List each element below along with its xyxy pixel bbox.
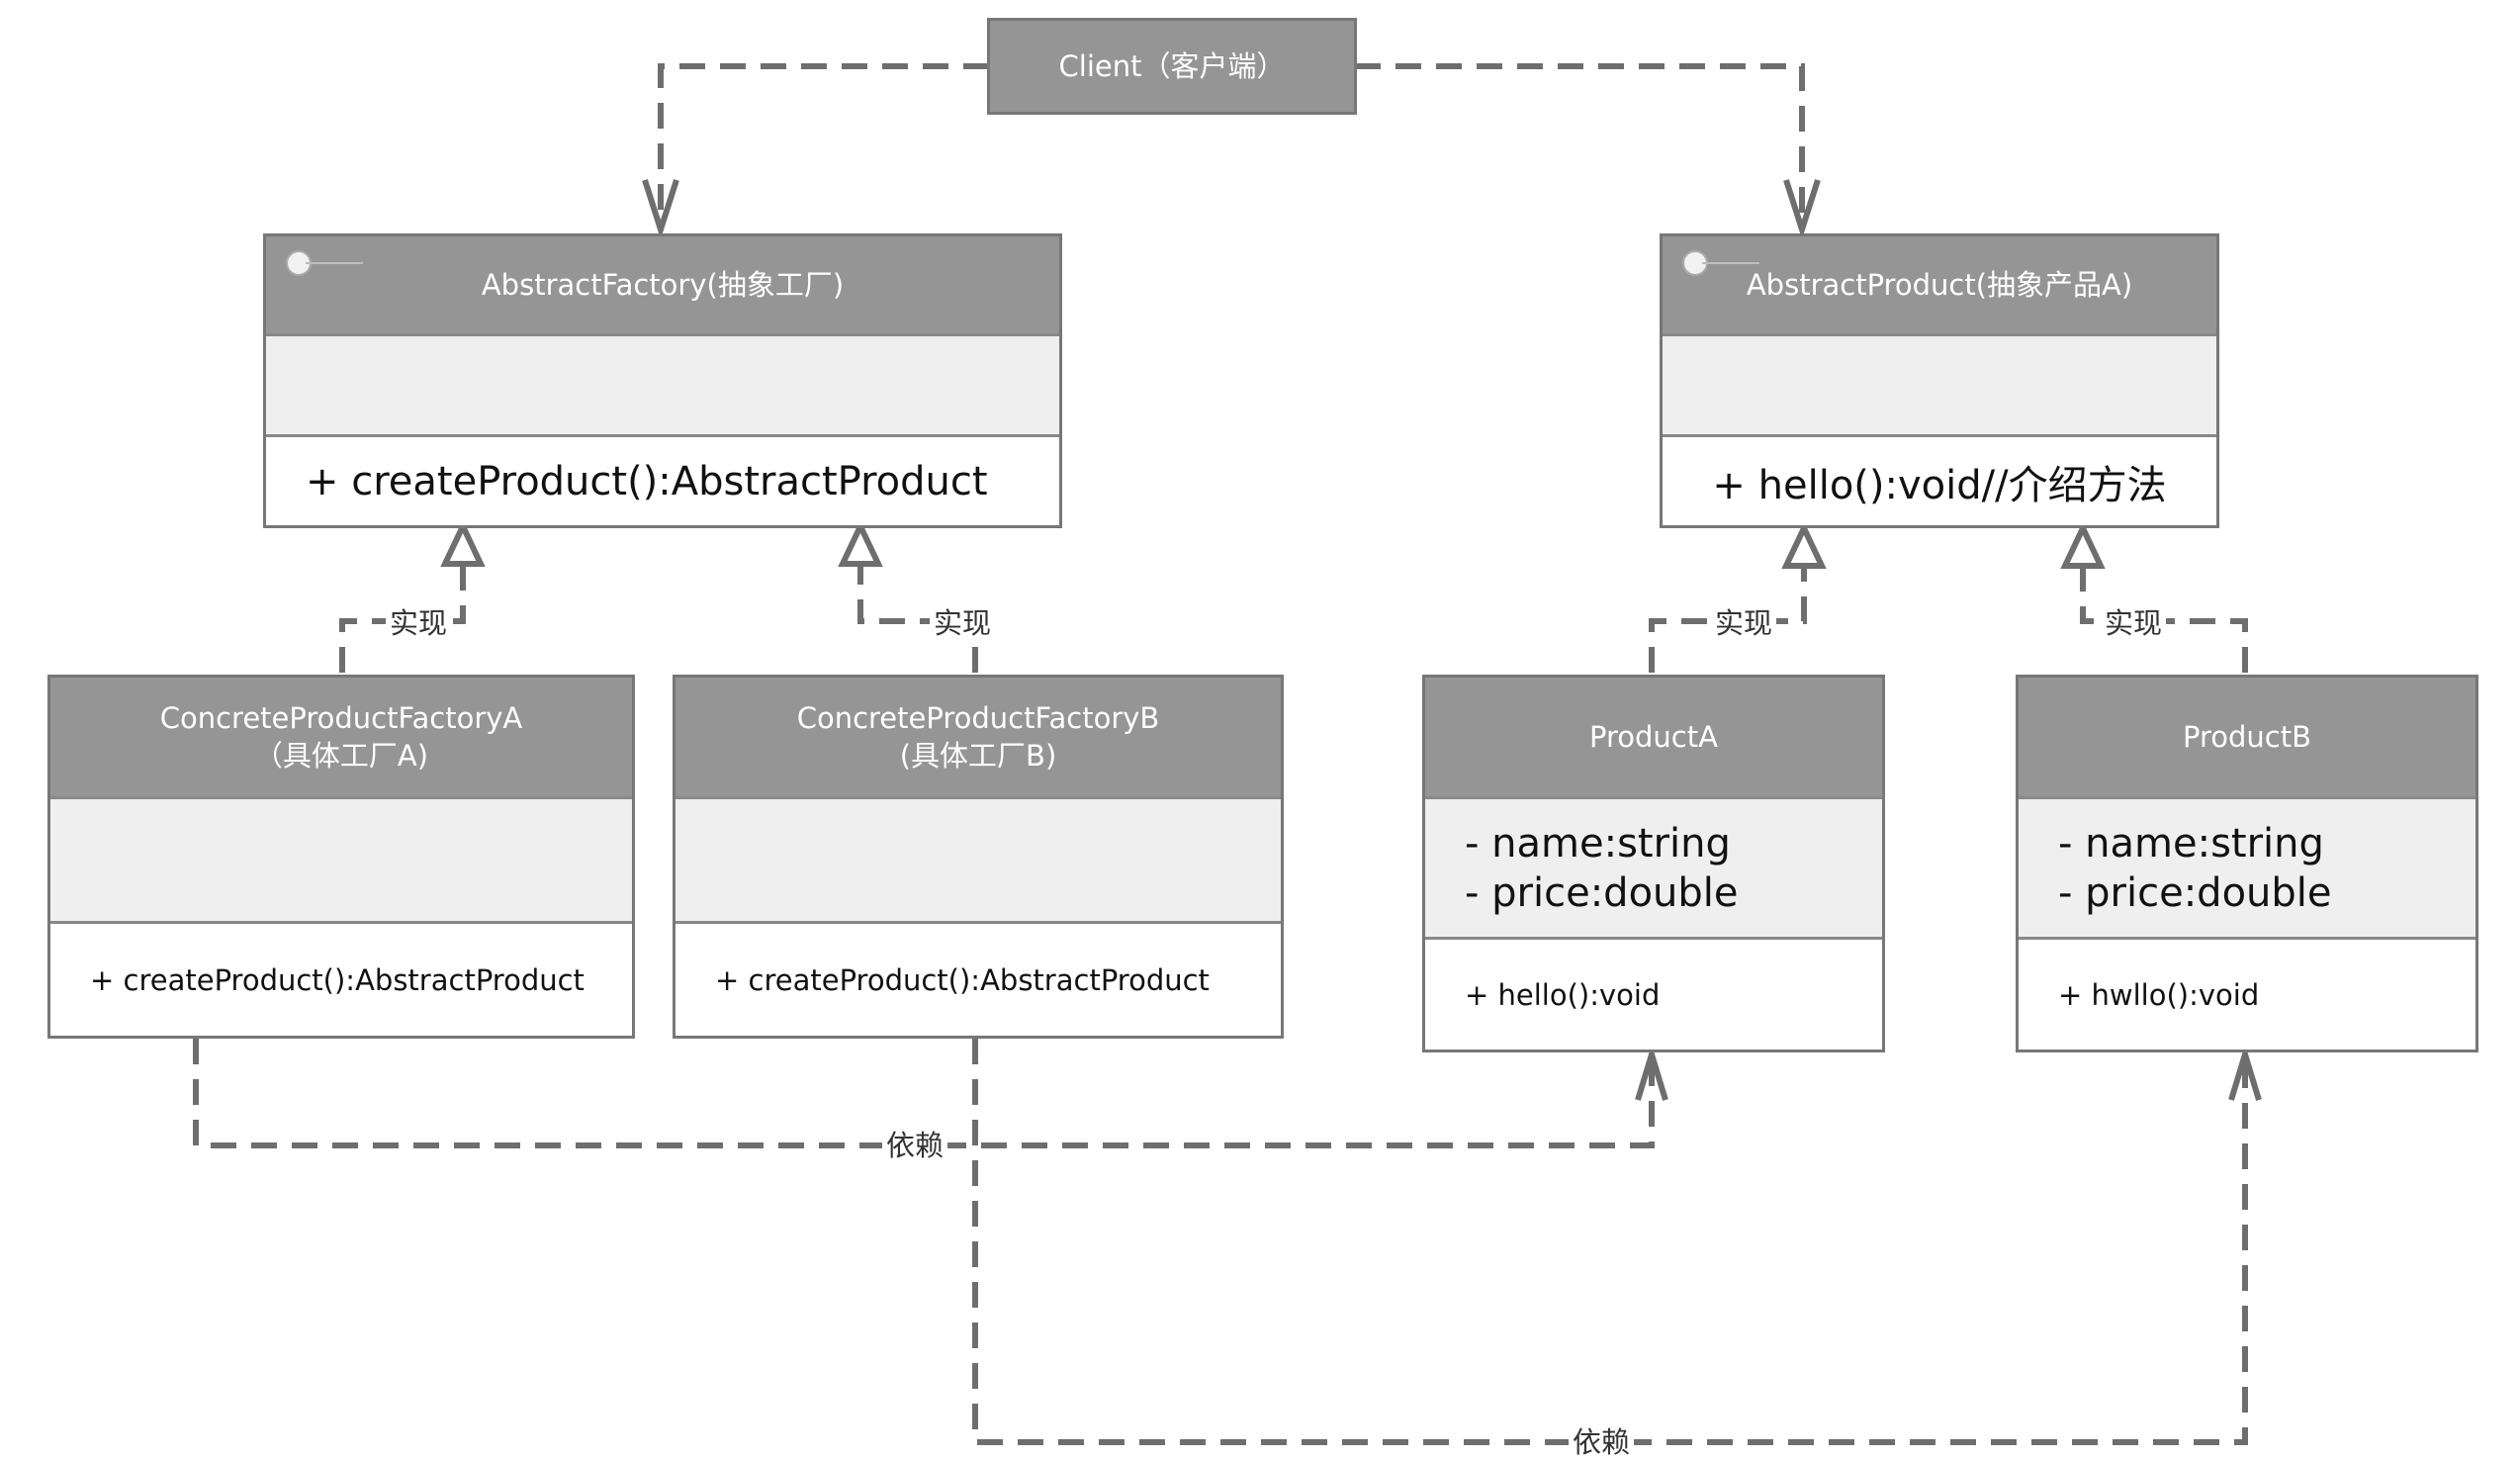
product-b-attr-price: - price:double bbox=[2058, 869, 2332, 916]
product-a-attr-name: - name:string bbox=[1465, 820, 1731, 867]
interface-line-icon bbox=[306, 262, 363, 264]
abstract-factory-title: AbstractFactory(抽象工厂) bbox=[481, 268, 845, 302]
realize-label-product-b: 实现 bbox=[2101, 605, 2167, 641]
product-b-attr-name: - name:string bbox=[2058, 820, 2324, 867]
factory-a-box[interactable]: ConcreteProductFactoryA （具体工厂A) + create… bbox=[47, 675, 635, 1039]
abstract-factory-header: AbstractFactory(抽象工厂) bbox=[266, 236, 1059, 333]
abstract-factory-methods: + createProduct():AbstractProduct bbox=[266, 434, 1059, 525]
realize-label-factory-a: 实现 bbox=[386, 605, 452, 641]
factory-b-title-line2: (具体工厂B) bbox=[899, 739, 1057, 773]
depend-label-product-b: 依赖 bbox=[1569, 1424, 1635, 1460]
product-a-header: ProductA bbox=[1425, 678, 1882, 796]
abstract-product-method: + hello():void//介绍方法 bbox=[1712, 462, 2167, 508]
factory-b-method: + createProduct():AbstractProduct bbox=[715, 962, 1210, 997]
factory-a-title-line1: ConcreteProductFactoryA bbox=[159, 701, 523, 735]
triangle-factory-b bbox=[838, 518, 883, 567]
product-a-attr-price: - price:double bbox=[1465, 869, 1739, 916]
triangle-product-a bbox=[1781, 520, 1827, 569]
factory-a-header: ConcreteProductFactoryA （具体工厂A) bbox=[50, 678, 632, 796]
product-a-attributes: - name:string - price:double bbox=[1425, 796, 1882, 937]
product-b-attributes: - name:string - price:double bbox=[2019, 796, 2475, 937]
realize-label-factory-b: 实现 bbox=[930, 605, 996, 641]
abstract-factory-box[interactable]: AbstractFactory(抽象工厂) + createProduct():… bbox=[263, 233, 1062, 528]
factory-a-methods: + createProduct():AbstractProduct bbox=[50, 921, 632, 1036]
product-b-method: + hwllo():void bbox=[2058, 977, 2260, 1012]
product-a-methods: + hello():void bbox=[1425, 937, 1882, 1049]
factory-a-realize-line bbox=[339, 564, 466, 673]
abstract-product-box[interactable]: AbstractProduct(抽象产品A) + hello():void//介… bbox=[1660, 233, 2219, 528]
client-to-factory-line bbox=[658, 63, 989, 220]
factory-a-method: + createProduct():AbstractProduct bbox=[90, 962, 585, 997]
arrow-head-product-a bbox=[1635, 1044, 1668, 1101]
client-header: Client（客户端） bbox=[990, 21, 1354, 112]
abstract-factory-attributes bbox=[266, 333, 1059, 434]
abstract-product-title: AbstractProduct(抽象产品A) bbox=[1746, 268, 2133, 302]
client-title: Client（客户端） bbox=[1058, 49, 1286, 83]
arrow-head-product-b bbox=[2228, 1044, 2262, 1101]
abstract-product-header: AbstractProduct(抽象产品A) bbox=[1663, 236, 2216, 333]
factory-a-attributes bbox=[50, 796, 632, 921]
factory-b-attributes bbox=[675, 796, 1281, 921]
factory-b-depend-line bbox=[972, 1039, 2248, 1445]
factory-b-realize-line bbox=[857, 564, 978, 673]
abstract-factory-method: + createProduct():AbstractProduct bbox=[306, 458, 988, 504]
triangle-product-b bbox=[2060, 520, 2106, 569]
interface-line-icon bbox=[1702, 262, 1759, 264]
abstract-product-methods: + hello():void//介绍方法 bbox=[1663, 434, 2216, 525]
product-b-title: ProductB bbox=[2182, 720, 2311, 754]
product-b-header: ProductB bbox=[2019, 678, 2475, 796]
product-a-method: + hello():void bbox=[1465, 977, 1661, 1012]
realize-label-product-a: 实现 bbox=[1711, 605, 1777, 641]
product-a-title: ProductA bbox=[1589, 720, 1718, 754]
triangle-factory-a bbox=[440, 518, 486, 567]
product-b-methods: + hwllo():void bbox=[2019, 937, 2475, 1049]
factory-b-methods: + createProduct():AbstractProduct bbox=[675, 921, 1281, 1036]
factory-b-header: ConcreteProductFactoryB (具体工厂B) bbox=[675, 678, 1281, 796]
arrow-head-factory bbox=[642, 179, 679, 239]
factory-b-title-line1: ConcreteProductFactoryB bbox=[796, 701, 1160, 735]
arrow-head-product bbox=[1783, 179, 1821, 239]
product-b-box[interactable]: ProductB - name:string - price:double + … bbox=[2016, 675, 2478, 1052]
abstract-product-attributes bbox=[1663, 333, 2216, 434]
client-box[interactable]: Client（客户端） bbox=[987, 18, 1357, 115]
product-a-box[interactable]: ProductA - name:string - price:double + … bbox=[1422, 675, 1885, 1052]
client-to-product-line bbox=[1355, 63, 1805, 220]
factory-b-box[interactable]: ConcreteProductFactoryB (具体工厂B) + create… bbox=[673, 675, 1284, 1039]
factory-a-title-line2: （具体工厂A) bbox=[253, 739, 429, 773]
depend-label-product-a: 依赖 bbox=[882, 1128, 948, 1163]
